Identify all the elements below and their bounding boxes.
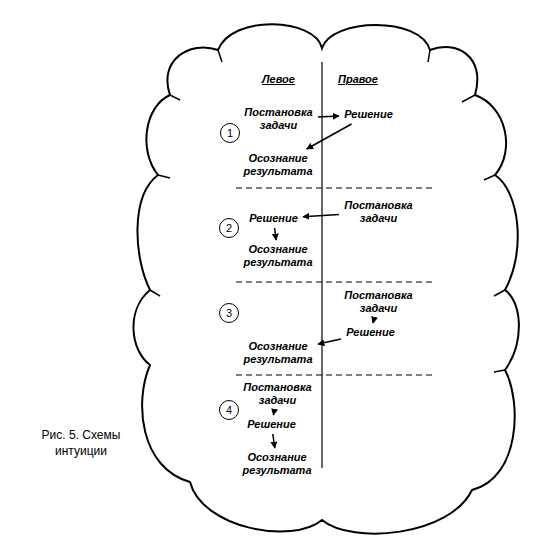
- arrow-connector: [318, 116, 339, 117]
- text-node: Решение: [342, 108, 395, 121]
- node-text: Постановка задачи: [342, 289, 415, 315]
- callout-number: 4: [220, 401, 238, 419]
- text-node: Постановка задачи: [342, 289, 415, 315]
- arrow-connector: [303, 214, 339, 216]
- callout-number: 1: [221, 124, 239, 142]
- node-text: Постановка задачи: [342, 199, 415, 225]
- node-text: Осознание результата: [241, 243, 315, 269]
- callout-circle: 1: [220, 123, 240, 143]
- text-node: Осознание результата: [241, 152, 315, 178]
- arrow-connector: [275, 228, 277, 240]
- figure-caption: Рис. 5. Схемы интуиции: [28, 427, 134, 459]
- hemisphere-heading: Правое: [338, 73, 378, 85]
- arrow-connector: [273, 434, 275, 448]
- node-text: Осознание результата: [240, 451, 314, 477]
- node-text: Решение: [344, 326, 397, 339]
- arrow-connector: [307, 124, 352, 149]
- callout-circle: 3: [219, 303, 239, 323]
- callout-circle: 4: [219, 400, 239, 420]
- text-node: Постановка задачи: [342, 199, 415, 225]
- arrow-connector: [273, 410, 274, 415]
- text-node: Осознание результата: [241, 340, 315, 366]
- hemisphere-heading: Левое: [262, 73, 295, 85]
- brain-outline: [133, 24, 518, 533]
- node-text: Осознание результата: [241, 152, 315, 178]
- text-node: Постановка задачи: [242, 106, 315, 132]
- node-text: Осознание результата: [241, 340, 315, 366]
- arrow-connector: [318, 339, 341, 344]
- text-node: Осознание результата: [241, 243, 315, 269]
- brain-sulci: [150, 50, 505, 372]
- arrow-connector: [373, 318, 374, 323]
- text-node: Решение: [247, 212, 300, 225]
- scheme-separator: [236, 188, 434, 375]
- text-node: Решение: [245, 418, 298, 431]
- hemisphere-divider: [321, 62, 322, 468]
- text-node: Решение: [344, 326, 397, 339]
- text-node: Постановка задачи: [241, 381, 314, 407]
- node-text: Постановка задачи: [242, 106, 315, 132]
- node-text: Постановка задачи: [241, 381, 314, 407]
- callout-number: 3: [220, 304, 238, 322]
- node-text: Решение: [245, 418, 298, 431]
- node-text: Решение: [247, 212, 300, 225]
- callout-number: 2: [220, 219, 238, 237]
- callout-circle: 2: [219, 218, 239, 238]
- text-node: Осознание результата: [240, 451, 314, 477]
- node-text: Решение: [342, 108, 395, 121]
